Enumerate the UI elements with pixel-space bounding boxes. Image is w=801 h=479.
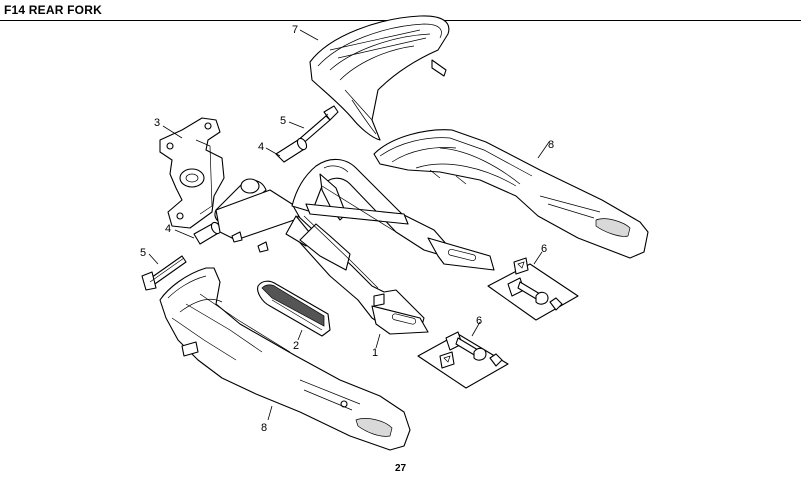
swingarm-cover-lower: [159, 267, 411, 451]
page-number: 27: [394, 463, 407, 474]
callout-labels: 7 3 5 4 4 5 8 6 6 2 1 8: [140, 24, 554, 434]
chain-adjuster-kit-upper: [487, 257, 579, 321]
pivot-bracket: [159, 117, 225, 229]
pivot-sleeve-lower: [193, 221, 222, 245]
callout-8-lower: 8: [261, 422, 267, 434]
callout-5-lower: 5: [140, 247, 146, 259]
callout-8-upper: 8: [548, 139, 554, 151]
swingarm-cover-upper: [373, 129, 649, 259]
callout-2: 2: [293, 340, 299, 352]
pivot-sleeve-upper: [275, 137, 308, 163]
callout-4-lower: 4: [165, 223, 171, 235]
callout-1: 1: [372, 347, 378, 359]
chain-adjuster-kit-lower: [417, 331, 509, 389]
rear-fork: [214, 158, 495, 335]
callout-3: 3: [154, 117, 160, 129]
pivot-bolt-lower: [141, 255, 187, 291]
leader-lines: [148, 29, 550, 421]
callout-5-upper: 5: [280, 115, 286, 127]
chain-guide: [257, 280, 331, 337]
callout-7: 7: [292, 24, 298, 36]
callout-6-upper: 6: [541, 243, 547, 255]
callout-4-upper: 4: [258, 141, 264, 153]
callout-6-lower: 6: [476, 315, 482, 327]
rear-fender: [309, 15, 450, 141]
page-title: F14 REAR FORK: [4, 3, 102, 17]
